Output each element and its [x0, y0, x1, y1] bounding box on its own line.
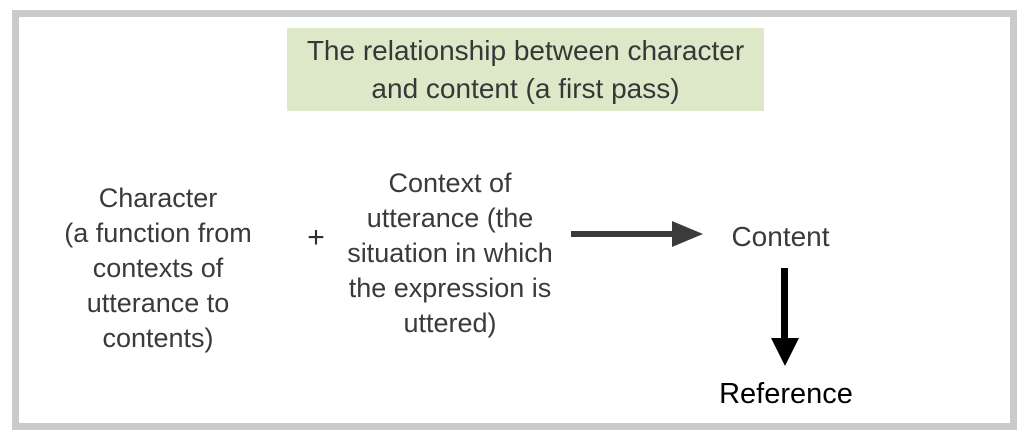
- reference-label: Reference: [719, 378, 853, 410]
- content-label: Content: [731, 221, 830, 252]
- character-line: contexts of: [92, 253, 224, 283]
- character-line: utterance to: [86, 288, 230, 318]
- context-line: utterance (the: [366, 203, 534, 233]
- title-line-1: The relationship between character: [306, 34, 745, 66]
- title-line-2: and content (a first pass): [371, 72, 680, 104]
- context-line: situation in which: [347, 238, 553, 268]
- character-line: (a function from: [64, 218, 252, 248]
- arrow-down-head-icon: [771, 338, 799, 366]
- context-line: Context of: [388, 168, 512, 198]
- context-line: the expression is: [348, 273, 552, 303]
- arrow-right-head-icon: [672, 221, 703, 247]
- character-line: contents): [102, 323, 214, 353]
- arrow-right-icon: [571, 231, 675, 237]
- title-box: The relationship between character and c…: [287, 28, 764, 111]
- character-line: Character: [98, 183, 218, 213]
- context-line: uttered): [403, 308, 497, 338]
- context-block: Context of utterance (the situation in w…: [320, 166, 580, 341]
- arrow-down-icon: [781, 268, 788, 338]
- plus-operator: +: [307, 221, 325, 254]
- character-block: Character (a function from contexts of u…: [28, 181, 288, 356]
